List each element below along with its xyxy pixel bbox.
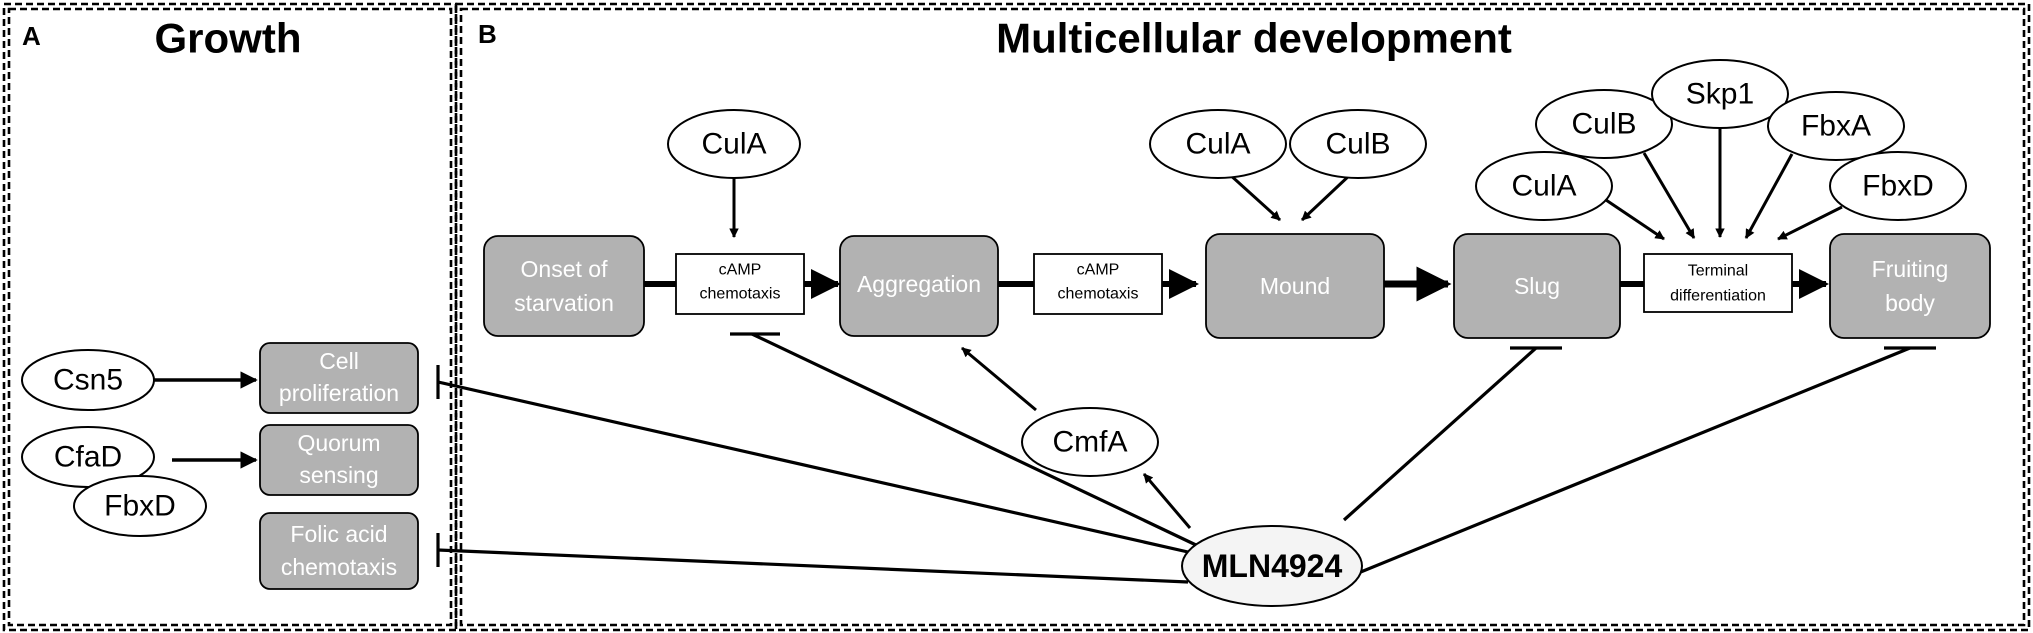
edge-mln4924-inhibits-folic-acid-chemotaxis [437, 548, 1189, 584]
edge-fbxd-to-terminal [1777, 205, 1843, 241]
node-culb-mound-label: CulB [1325, 128, 1390, 161]
edge-mln4924-inhibits-slug [1342, 346, 1538, 522]
node-fbxa-label: FbxA [1801, 110, 1871, 143]
node-camp-chemotaxis-2-line2: chemotaxis [1058, 286, 1139, 303]
node-cell-proliferation-line1: Cell [319, 348, 359, 374]
node-cmfa-label: CmfA [1053, 426, 1128, 459]
node-culb-terminal-label: CulB [1571, 108, 1636, 141]
node-fruiting-body-line2: body [1885, 290, 1935, 316]
node-cfad-label: CfaD [54, 441, 122, 474]
node-fbxd-growth-label: FbxD [104, 490, 176, 523]
node-cula-terminal-label: CulA [1511, 170, 1576, 203]
panel-letter-a: A [22, 21, 41, 51]
edge-mln4924-inhibits-cell-proliferation [437, 380, 1189, 554]
node-terminal-differentiation: Terminal differentiation [1643, 253, 1793, 313]
development-panel-border [454, 2, 2031, 632]
node-skp1: Skp1 [1651, 59, 1789, 129]
edge-mln4924-inhibits-camp-chemotaxis [751, 332, 1197, 547]
development-transitions: cAMP chemotaxis cAMP chemotaxis Terminal… [675, 253, 1793, 315]
development-stages: Onset of starvation Aggregation Mound Sl… [483, 233, 1991, 339]
node-folic-acid-chemotaxis-line2: chemotaxis [281, 554, 397, 580]
node-terminal-differentiation-line1: Terminal [1688, 263, 1748, 280]
node-cell-proliferation: Cell proliferation [259, 342, 419, 414]
edge-cmfa-to-aggregation [961, 346, 1037, 412]
node-mln4924-label: MLN4924 [1202, 548, 1343, 584]
node-folic-acid-chemotaxis-line1: Folic acid [290, 521, 387, 547]
edge-culb-to-mound [1300, 171, 1354, 222]
node-cula-chemotaxis: CulA [667, 109, 801, 179]
node-quorum-sensing: Quorum sensing [259, 424, 419, 496]
node-slug-line1: Slug [1514, 273, 1560, 299]
node-cula-mound: CulA [1149, 109, 1287, 179]
edge-cula-to-mound [1226, 171, 1282, 222]
node-fbxd-terminal: FbxD [1829, 151, 1967, 221]
edge-fbxa-to-terminal [1744, 153, 1794, 239]
node-fruiting-body: Fruiting body [1829, 233, 1991, 339]
node-mln4924: MLN4924 [1181, 525, 1363, 607]
node-onset-of-starvation-line2: starvation [514, 290, 614, 316]
node-folic-acid-chemotaxis: Folic acid chemotaxis [259, 512, 419, 590]
node-slug: Slug [1453, 233, 1621, 339]
node-onset-of-starvation: Onset of starvation [483, 235, 645, 337]
node-cfad: CfaD [21, 426, 155, 488]
edge-mln4924-to-cmfa [1142, 473, 1192, 529]
node-camp-chemotaxis-1-line2: chemotaxis [700, 286, 781, 303]
node-mound: Mound [1205, 233, 1385, 339]
panel-letter-b: B [478, 19, 497, 49]
panel-title-growth: Growth [155, 15, 302, 62]
node-fruiting-body-line1: Fruiting [1872, 256, 1949, 282]
node-quorum-sensing-line2: sensing [299, 462, 378, 488]
node-csn5: Csn5 [21, 349, 155, 411]
node-mound-line1: Mound [1260, 273, 1330, 299]
node-culb-terminal: CulB [1535, 89, 1673, 159]
node-skp1-label: Skp1 [1686, 78, 1754, 111]
node-cell-proliferation-line2: proliferation [279, 380, 399, 406]
node-camp-chemotaxis-2-line1: cAMP [1077, 262, 1120, 279]
node-fbxa: FbxA [1767, 91, 1905, 161]
node-quorum-sensing-line1: Quorum [297, 430, 380, 456]
node-aggregation-line1: Aggregation [857, 271, 981, 297]
node-csn5-label: Csn5 [53, 364, 123, 397]
node-camp-chemotaxis-2: cAMP chemotaxis [1033, 253, 1163, 315]
node-terminal-differentiation-line2: differentiation [1670, 288, 1766, 305]
edges [154, 117, 1936, 584]
node-culb-mound: CulB [1289, 109, 1427, 179]
node-cmfa: CmfA [1021, 407, 1159, 477]
node-cula-chemotaxis-label: CulA [701, 128, 766, 161]
node-onset-of-starvation-line1: Onset of [521, 256, 609, 282]
edge-cula-to-terminal [1605, 198, 1665, 241]
node-fbxd-terminal-label: FbxD [1862, 170, 1934, 203]
development-regulators: CulA CulA CulB CulA CulB Skp1 FbxA FbxD [667, 59, 1967, 477]
edge-mln4924-inhibits-fruiting-body [1345, 346, 1911, 580]
node-fbxd-growth: FbxD [73, 475, 207, 537]
node-cula-terminal: CulA [1475, 151, 1613, 221]
panel-title-development: Multicellular development [996, 15, 1512, 62]
node-aggregation: Aggregation [839, 235, 999, 337]
growth-nodes: Csn5 CfaD FbxD Cell proliferation Quorum… [21, 342, 419, 590]
node-camp-chemotaxis-1-line1: cAMP [719, 262, 762, 279]
node-camp-chemotaxis-1: cAMP chemotaxis [675, 253, 805, 315]
edge-culb-to-terminal [1642, 152, 1696, 239]
node-cula-mound-label: CulA [1185, 128, 1250, 161]
